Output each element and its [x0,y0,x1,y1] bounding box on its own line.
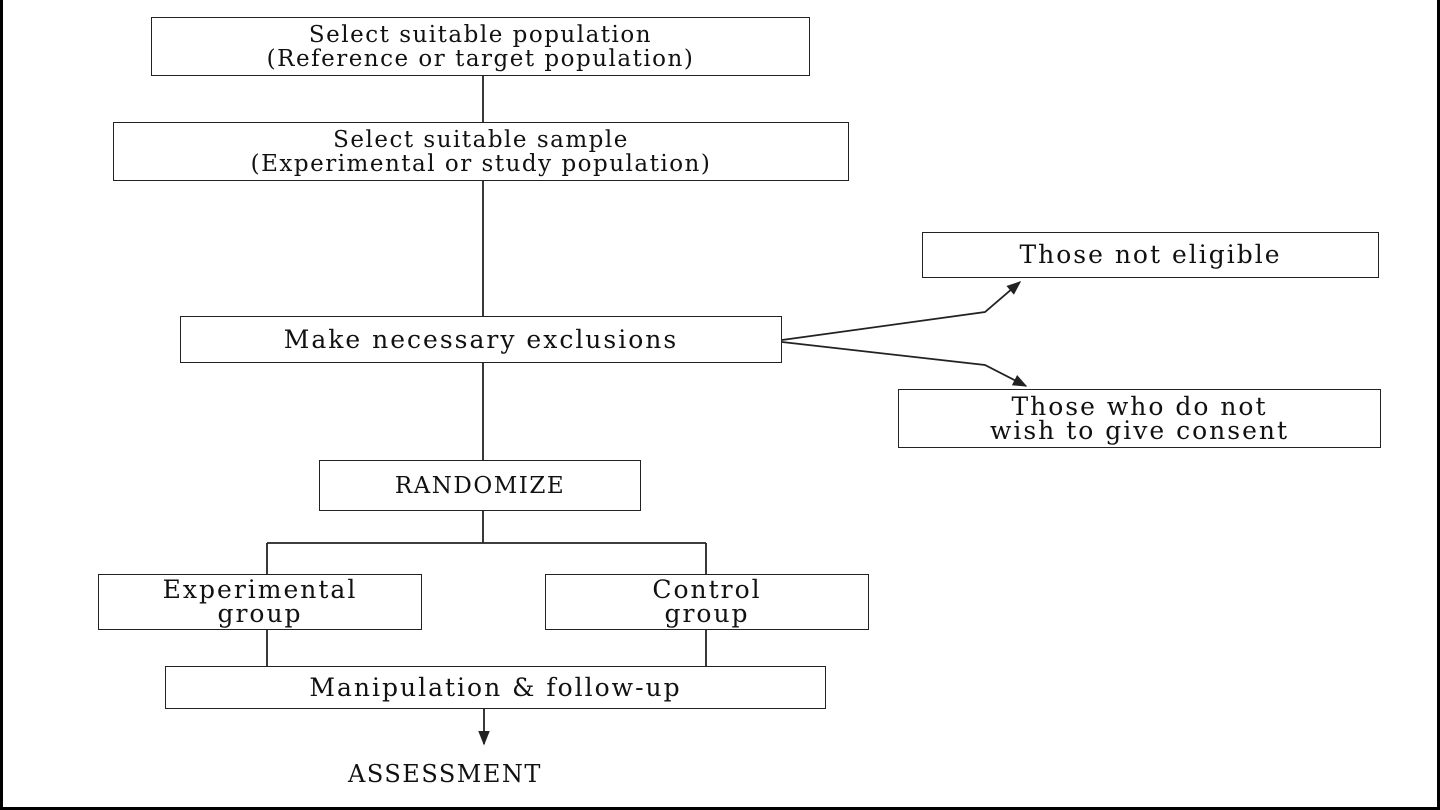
experimental-line2: group [217,599,303,628]
control-line1: Control [652,575,762,604]
no-consent-line1: Those who do not [1011,391,1268,421]
assessment-label: ASSESSMENT [348,760,542,788]
population-box: Select suitable population (Reference or… [151,17,810,76]
control-line2: group [664,599,750,628]
sample-box: Select suitable sample (Experimental or … [113,122,849,181]
sample-subtitle: (Experimental or study population) [250,150,712,177]
no-consent-line2: wish to give consent [989,415,1290,445]
not-eligible-label: Those not eligible [1019,240,1282,269]
control-group-box: Control group [545,574,869,630]
exclusions-label: Make necessary exclusions [283,324,679,354]
manipulation-label: Manipulation & follow-up [309,672,682,702]
population-title: Select suitable population [308,21,653,48]
manipulation-box: Manipulation & follow-up [165,666,826,709]
randomize-label: RANDOMIZE [394,472,566,499]
not-eligible-box: Those not eligible [922,232,1379,278]
arrow-to-no-consent [781,341,1028,387]
sample-title: Select suitable sample [333,126,629,153]
exclusions-box: Make necessary exclusions [180,316,782,363]
no-consent-box: Those who do not wish to give consent [898,389,1381,448]
experimental-group-box: Experimental group [98,574,422,630]
experimental-line1: Experimental [162,575,358,604]
randomize-box: RANDOMIZE [319,460,641,511]
population-subtitle: (Reference or target population) [266,45,695,72]
arrow-to-not-eligible [781,281,1022,341]
